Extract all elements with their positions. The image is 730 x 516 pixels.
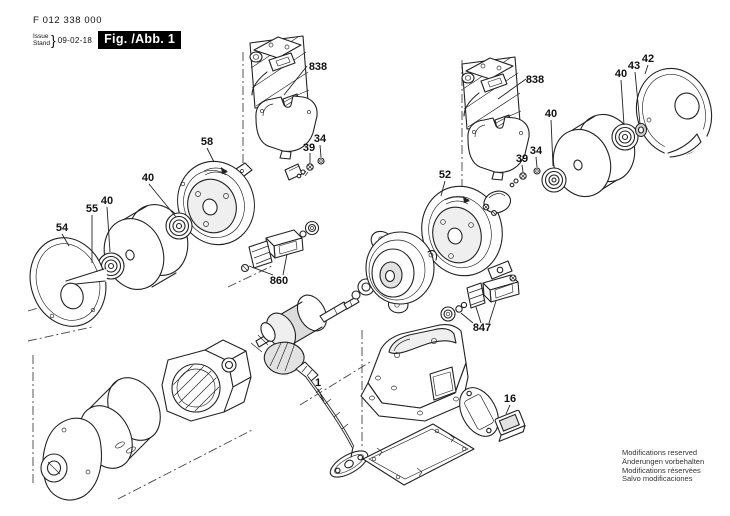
notice-line-es: Salvo modificaciones: [622, 474, 693, 484]
notice-line-en: Modifications reserved: [622, 448, 698, 457]
part-power-cord-plug-1: [250, 334, 369, 478]
part-eye-shield-assembly-left-838: [249, 35, 318, 160]
callout-leader-lines: [61, 64, 649, 415]
notice-line-fr: Modifications réservées: [622, 465, 701, 475]
part-spark-arrester-right: [482, 167, 541, 216]
callout-39-left: 39: [303, 142, 315, 154]
callout-16: 16: [504, 393, 516, 405]
callout-54: 54: [56, 222, 69, 234]
callout-40-left-inner: 40: [142, 172, 154, 184]
part-bearing-small: [221, 357, 237, 373]
callout-43: 43: [628, 60, 640, 72]
issue-label-en: Issue: [33, 33, 49, 40]
issue-row: Issue Stand } 09-02-18 Fig. /Abb. 1: [33, 31, 182, 49]
callout-847: 847: [473, 322, 491, 334]
callout-1: 1: [315, 377, 321, 389]
issue-date: 09-02-18: [57, 35, 93, 45]
modifications-notice: Modifications reserved Änderungen vorbeh…: [622, 448, 705, 484]
callout-39-right: 39: [516, 153, 528, 165]
part-base-housing: [360, 324, 469, 422]
part-flange-40-left-inner: [165, 212, 193, 240]
part-tool-rest-assembly-847: [440, 274, 520, 322]
part-gasket-plate: [459, 387, 499, 437]
notice-line-de: Änderungen vorbehalten: [622, 456, 705, 466]
part-wheel-guard-58: [177, 160, 255, 246]
part-wheel-cover-54: [29, 237, 107, 327]
issue-brace: }: [51, 32, 56, 48]
title-block: F 012 338 000 Issue Stand } 09-02-18 Fig…: [33, 15, 182, 49]
part-bottom-plate: [362, 423, 475, 486]
callout-838-right: 838: [526, 74, 544, 86]
part-stator: [161, 339, 252, 422]
callout-52: 52: [439, 169, 451, 181]
callout-labels: 838 34 39 58 40 55 40 54 860 1 838 40 34…: [56, 53, 654, 405]
callout-42: 42: [642, 53, 654, 65]
callout-40-right-inner: 40: [545, 108, 557, 120]
callout-34-right: 34: [530, 145, 543, 157]
part-flange-40-right-inner: [541, 167, 567, 193]
part-motor-end-housing: [365, 230, 438, 314]
document-number: F 012 338 000: [33, 15, 103, 26]
callout-34-left: 34: [314, 133, 327, 145]
issue-labels: Issue Stand: [33, 33, 50, 47]
callout-860: 860: [270, 275, 288, 287]
callout-55: 55: [86, 203, 98, 215]
part-switch-16: [494, 409, 526, 442]
part-spindle-nut-43: [635, 123, 647, 137]
part-armature-shaft: [255, 278, 375, 350]
part-tool-rest-assembly-860: [240, 220, 320, 273]
part-flange-40-right-outer: [611, 123, 639, 151]
part-wheel-cover-42: [635, 67, 713, 164]
callout-40-right-outer: 40: [615, 68, 627, 80]
figure-label-badge: Fig. /Abb. 1: [98, 31, 182, 49]
issue-label-de: Stand: [33, 40, 50, 47]
callout-838-left: 838: [309, 61, 327, 73]
callout-58: 58: [201, 136, 213, 148]
part-eye-shield-assembly-right-838: [461, 56, 530, 181]
part-wheel-guard-52: [421, 185, 513, 289]
part-end-cap: [40, 417, 102, 501]
callout-40-left-outer: 40: [101, 195, 113, 207]
